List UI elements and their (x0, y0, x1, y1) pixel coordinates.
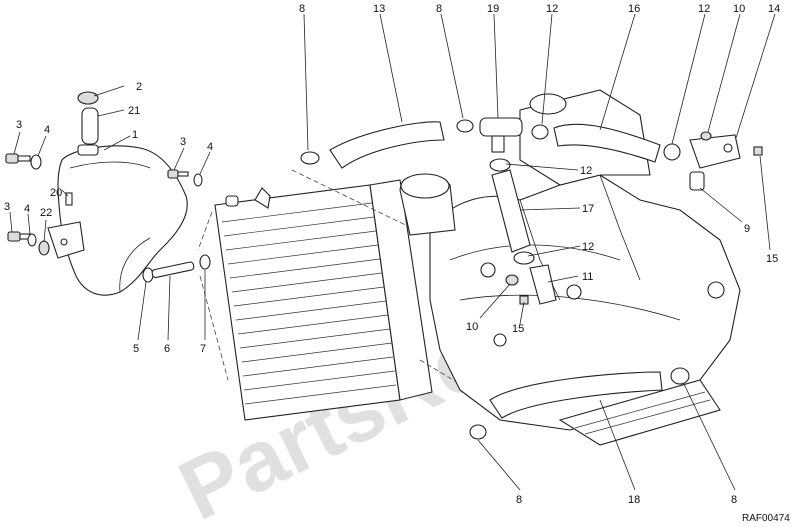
callout-16: 16 (628, 3, 640, 15)
hose-clamp-8-lower-left[interactable] (469, 424, 487, 440)
engine-block (399, 89, 741, 446)
intake-throat-rear (529, 93, 567, 115)
screw-20[interactable] (65, 192, 73, 206)
hose-clamp-12-lower[interactable] (513, 251, 535, 265)
callout-8: 8 (436, 3, 442, 15)
callout-20: 20 (50, 187, 62, 199)
engine-boss-c (707, 281, 725, 299)
callout-22: 22 (40, 207, 52, 219)
hose-18[interactable] (489, 371, 663, 419)
callout-labels: 8 13 8 19 12 16 12 10 14 2 21 1 3 4 3 4 … (4, 3, 780, 506)
callout-3: 3 (180, 136, 186, 148)
callout-15: 15 (512, 323, 524, 335)
callout-11: 11 (582, 271, 593, 283)
callout-12: 12 (582, 241, 594, 253)
hose-clamp-8-upper-mid[interactable] (456, 119, 474, 133)
clip-10-upper[interactable] (700, 131, 712, 141)
engine-boss-a (480, 262, 496, 278)
tank-cap[interactable] (77, 91, 99, 105)
callout-8: 8 (731, 494, 737, 506)
intake-throat-front (400, 173, 450, 199)
hose-clamp-12-mid[interactable] (489, 158, 511, 172)
radiator-fins (221, 202, 397, 405)
o-ring-10-lower[interactable] (505, 274, 519, 286)
callout-12: 12 (546, 3, 558, 15)
tank-hose[interactable] (81, 107, 99, 145)
callout-12: 12 (580, 165, 592, 177)
callout-6: 6 (164, 343, 170, 355)
callout-4: 4 (24, 203, 30, 215)
callout-7: 7 (200, 343, 206, 355)
callout-4: 4 (207, 141, 213, 153)
spacer-6[interactable] (151, 261, 195, 279)
hose-17[interactable] (491, 169, 531, 253)
callout-3: 3 (4, 201, 10, 213)
hose-clamp-12-upper[interactable] (531, 124, 549, 140)
radiator[interactable] (214, 179, 433, 421)
hose-clamp-8-lower-right[interactable] (670, 367, 690, 385)
fitting-14-hole (723, 143, 733, 153)
callout-5: 5 (133, 343, 139, 355)
hose-16[interactable] (553, 123, 661, 163)
diagram-reference-code: RAF00474 (742, 513, 790, 524)
callout-12: 12 (698, 3, 710, 15)
callout-8: 8 (299, 3, 305, 15)
engine-boss-d (493, 333, 507, 347)
callout-8: 8 (516, 494, 522, 506)
t-fitting-19-stem (491, 135, 505, 153)
grommet-5[interactable] (142, 267, 154, 283)
fitting-14[interactable] (689, 134, 741, 169)
sump-fins (574, 391, 711, 435)
callout-17: 17 (582, 203, 594, 215)
callout-15: 15 (766, 253, 778, 265)
sensor-9[interactable] (689, 171, 705, 191)
callout-9: 9 (744, 223, 750, 235)
callout-10: 10 (733, 3, 745, 15)
grommet-22[interactable] (38, 240, 50, 256)
bolt-15-right[interactable] (753, 146, 763, 156)
washer-4-lower[interactable] (27, 233, 37, 247)
washer-4-upper[interactable] (30, 154, 42, 170)
oil-sump (558, 379, 721, 446)
callout-14: 14 (768, 3, 780, 15)
bolt-3-upper[interactable] (5, 153, 31, 164)
leader-lines (9, 13, 776, 491)
hose-13[interactable] (329, 121, 445, 169)
grommet-7[interactable] (199, 254, 211, 270)
radiator-cap[interactable] (225, 195, 239, 207)
callout-3: 3 (16, 119, 22, 131)
filler-neck (77, 144, 99, 156)
callout-1: 1 (132, 129, 138, 141)
washer-4-mid[interactable] (193, 173, 203, 187)
expansion-tank-group (5, 91, 211, 296)
callout-18: 18 (628, 494, 640, 506)
callout-21: 21 (128, 105, 140, 117)
bolt-3-lower[interactable] (7, 231, 31, 242)
t-fitting-19[interactable] (479, 117, 523, 137)
callout-4: 4 (44, 124, 50, 136)
hose-clamp-12-right[interactable] (663, 143, 681, 161)
callout-10: 10 (466, 321, 478, 333)
engine-boss-b (566, 284, 582, 300)
thermostat-fitting-11[interactable] (529, 264, 557, 305)
hose-clamp-8-upper-left[interactable] (300, 151, 320, 165)
hoses-and-fittings (300, 117, 763, 440)
bracket-hole (60, 238, 68, 246)
callout-13: 13 (373, 3, 385, 15)
callout-2: 2 (136, 81, 142, 93)
bolt-3-mid[interactable] (167, 169, 189, 179)
callout-19: 19 (487, 3, 499, 15)
